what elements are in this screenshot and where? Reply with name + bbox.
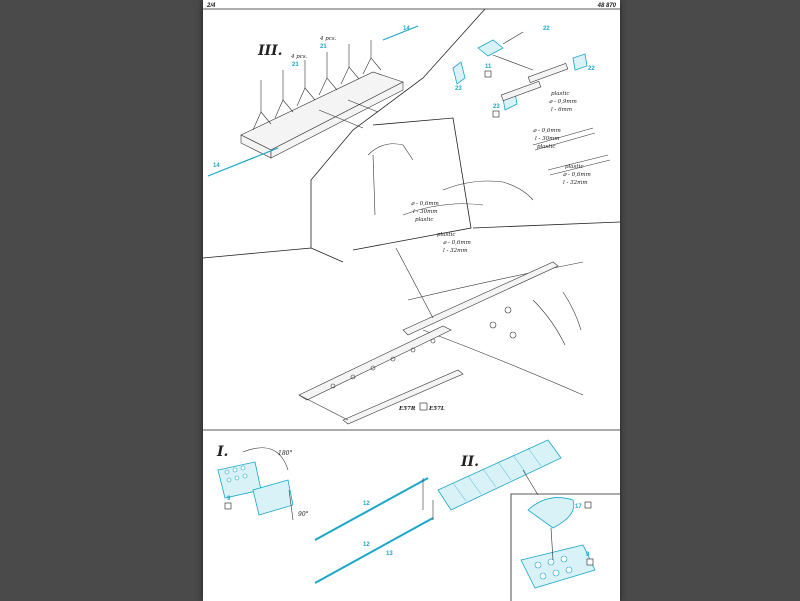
rod3-line1: plastic <box>565 164 583 170</box>
panel-frames <box>203 8 620 601</box>
angle-180: 180° <box>278 450 292 457</box>
inset-detail: 17 9 <box>520 469 596 589</box>
catalog-number: 48 870 <box>597 3 616 9</box>
part-13: 13 <box>386 551 393 557</box>
part-23b: 23 <box>493 104 500 110</box>
rod4-line2: l - 30mm <box>413 209 438 215</box>
rod4-line1: ⌀ - 0,6mm <box>411 201 439 207</box>
wing-assembly: E57R E57L <box>298 247 584 425</box>
part-14b: 14 <box>403 26 410 32</box>
part-23a: 23 <box>455 86 462 92</box>
rod2-line2: l - 30mm <box>535 136 560 142</box>
part-21b: 21 <box>320 44 327 50</box>
angle-90: 90° <box>298 511 309 518</box>
part-22a: 22 <box>543 26 550 32</box>
step-two-label: II. <box>460 454 479 470</box>
part-12a: 12 <box>363 501 370 507</box>
part-9a: 9 <box>227 496 231 502</box>
part-12b: 12 <box>363 542 370 548</box>
rod2-line3: plastic <box>537 144 555 150</box>
part-17: 17 <box>575 504 582 510</box>
instruction-drawing: III. 4 pcs. 4 pcs. 21 21 14 14 22 22 <box>203 8 620 601</box>
detail-view: ⌀ - 0,6mm l - 30mm plastic plastic ⌀ - 0… <box>367 127 611 254</box>
part-11: 11 <box>485 64 492 70</box>
step-three-assembly: III. 4 pcs. 4 pcs. 21 21 14 14 <box>207 25 419 177</box>
step-three-label: III. <box>257 43 283 59</box>
step-one-assembly: I. 180° 90° 9 <box>216 444 309 521</box>
ref-e57l: E57L <box>428 406 445 412</box>
rod1-line3: l - 6mm <box>551 107 572 113</box>
ref-e57r: E57R <box>398 406 416 412</box>
rod4-line3: plastic <box>415 217 433 223</box>
rod3-line3: l - 32mm <box>563 180 588 186</box>
strut-subassembly: 22 22 11 23 23 plastic ⌀ - 0,9mm l - 6mm <box>452 26 595 118</box>
rod1-line1: plastic <box>551 91 569 97</box>
quantity-note-b: 4 pcs. <box>319 36 337 42</box>
instruction-page: 2/4 48 870 <box>203 0 620 601</box>
part-22b: 22 <box>588 66 595 72</box>
step-two-assembly: II. 12 12 13 <box>314 439 562 584</box>
rod2-line1: ⌀ - 0,6mm <box>533 128 561 134</box>
part-21a: 21 <box>292 62 299 68</box>
rod5-line2: ⌀ - 0,6mm <box>443 240 471 246</box>
rod5-line3: l - 32mm <box>443 248 468 254</box>
page-number: 2/4 <box>207 3 216 9</box>
part-14a: 14 <box>213 163 220 169</box>
rod3-line2: ⌀ - 0,6mm <box>563 172 591 178</box>
quantity-note-a: 4 pcs. <box>290 54 308 60</box>
part-9b: 9 <box>586 552 590 558</box>
rod1-line2: ⌀ - 0,9mm <box>549 99 577 105</box>
rod5-line1: plastic <box>437 232 455 238</box>
step-one-label: I. <box>216 444 228 460</box>
